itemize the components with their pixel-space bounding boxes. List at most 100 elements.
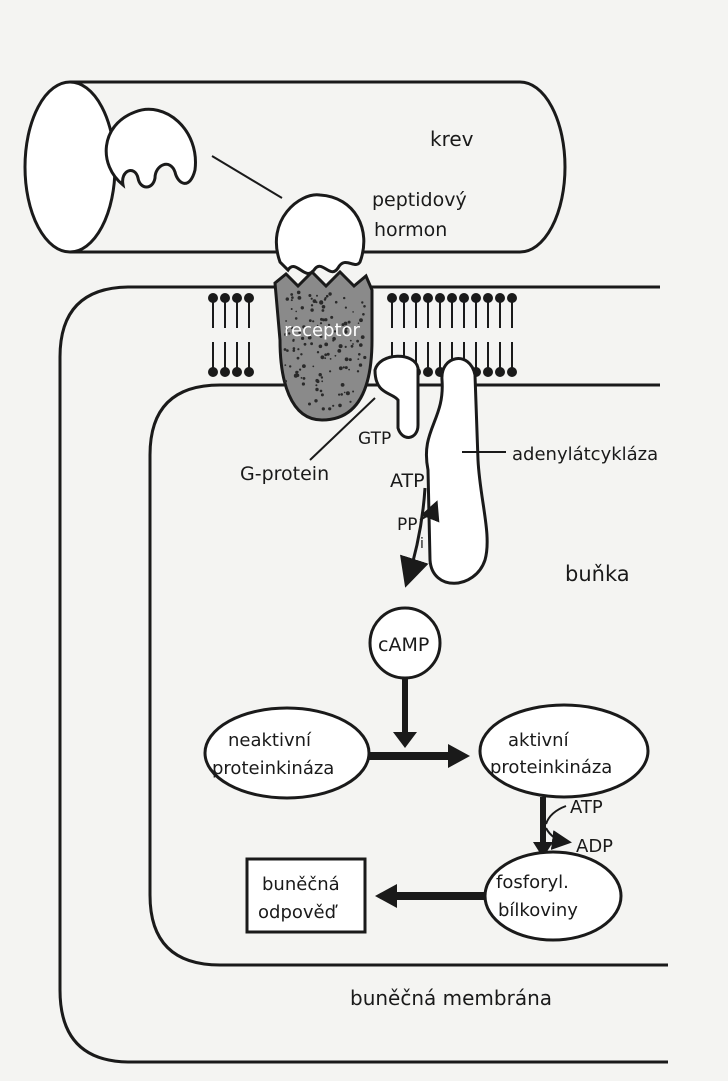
receptor-speckle <box>284 380 287 383</box>
receptor-speckle <box>349 358 352 361</box>
atp-to-camp-arrow <box>407 488 425 582</box>
receptor-speckle <box>297 291 301 295</box>
receptor-speckle <box>293 349 296 352</box>
receptor-speckle <box>351 345 354 348</box>
label-cell: buňka <box>565 562 630 586</box>
label-phospho-line2: bílkoviny <box>498 900 578 921</box>
label-ppi-sub: i <box>420 536 424 552</box>
receptor-speckle <box>286 297 289 300</box>
receptor-speckle <box>352 391 354 393</box>
receptor-speckle <box>363 356 366 359</box>
receptor-speckle <box>304 343 307 346</box>
receptor-speckle <box>297 357 300 360</box>
label-atp-top: ATP <box>390 470 425 492</box>
receptor-speckle <box>332 405 334 407</box>
receptor-speckle <box>310 342 313 345</box>
receptor-speckle <box>284 364 286 366</box>
label-inactive-line2: proteinkináza <box>212 758 334 779</box>
receptor-speckle <box>357 370 359 372</box>
activation-arrowhead <box>448 744 470 768</box>
receptor-speckle <box>346 391 350 395</box>
receptor-speckle <box>315 388 318 391</box>
receptor-speckle <box>319 373 322 376</box>
receptor-speckle <box>308 403 311 406</box>
receptor-speckle <box>299 369 301 371</box>
receptor-speckle <box>329 370 331 372</box>
camp-activation-head <box>393 732 417 748</box>
receptor-speckle <box>328 407 331 410</box>
receptor-speckle <box>315 379 318 382</box>
receptor-speckle <box>298 296 302 300</box>
receptor-speckle <box>340 393 343 396</box>
receptor-speckle <box>297 348 299 350</box>
label-gtp: GTP <box>358 429 391 449</box>
receptor-speckle <box>344 392 346 394</box>
receptor-speckle <box>357 358 359 360</box>
label-receptor: receptor <box>284 320 361 341</box>
label-hormone-line1: peptidový <box>372 189 467 211</box>
receptor-speckle <box>322 309 325 312</box>
receptor-speckle <box>295 371 298 374</box>
receptor-speckle <box>343 297 345 299</box>
receptor-speckle <box>319 345 323 349</box>
receptor-speckle <box>310 308 313 311</box>
receptor-speckle <box>321 393 324 396</box>
label-adenylate-cyclase: adenylátcykláza <box>512 444 658 465</box>
label-active-line2: proteinkináza <box>490 757 612 778</box>
label-atp-side: ATP <box>570 797 603 818</box>
receptor-speckle <box>321 376 323 378</box>
receptor-speckle <box>324 353 327 356</box>
receptor-speckle <box>338 349 340 351</box>
receptor-speckle <box>345 346 347 348</box>
receptor-speckle <box>320 390 323 393</box>
receptor-speckle <box>302 382 305 385</box>
receptor-speckle <box>361 301 363 303</box>
label-hormone-line2: hormon <box>374 219 447 241</box>
response-arrowhead <box>375 884 397 908</box>
receptor-speckle <box>326 295 329 298</box>
receptor-speckle <box>330 358 332 360</box>
receptor-speckle <box>341 383 345 387</box>
g-protein <box>375 356 418 437</box>
receptor-speckle <box>303 377 306 380</box>
adp-output-arrow <box>546 828 568 842</box>
receptor-protein <box>275 272 372 420</box>
cell-membrane <box>60 287 668 1062</box>
receptor-speckle <box>301 377 303 379</box>
receptor-speckle <box>328 292 331 295</box>
phosphorylated-proteins-node <box>485 852 621 940</box>
label-adp: ADP <box>576 836 613 857</box>
receptor-speckle <box>322 407 325 410</box>
receptor-speckle <box>317 351 319 353</box>
label-g-protein: G-protein <box>240 463 329 485</box>
receptor-speckle <box>295 311 297 313</box>
receptor-speckle <box>345 357 349 361</box>
receptor-speckle <box>330 316 333 319</box>
receptor-speckle <box>324 298 326 300</box>
receptor-speckle <box>291 308 293 310</box>
receptor-speckle <box>289 365 291 367</box>
label-response-line1: buněčná <box>262 874 340 895</box>
receptor-speckle <box>362 313 365 316</box>
receptor-speckle <box>291 299 293 301</box>
label-blood: krev <box>430 127 474 151</box>
receptor-speckle <box>324 343 328 347</box>
receptor-speckle <box>316 301 318 303</box>
receptor-speckle <box>349 401 351 403</box>
receptor-speckle <box>348 369 350 371</box>
receptor-speckle <box>300 353 302 355</box>
label-membrane: buněčná membrána <box>350 986 552 1010</box>
receptor-speckle <box>335 355 337 357</box>
free-hormone-molecule <box>106 109 195 187</box>
label-response-line2: odpověď <box>258 902 339 923</box>
receptor-speckle <box>312 366 314 368</box>
receptor-speckle <box>324 357 326 359</box>
label-inactive-line1: neaktivní <box>228 730 312 751</box>
receptor-speckle <box>308 294 311 297</box>
receptor-speckle <box>363 305 366 308</box>
receptor-speckle <box>290 293 293 296</box>
receptor-speckle <box>315 384 317 386</box>
label-active-line1: aktivní <box>508 730 570 751</box>
